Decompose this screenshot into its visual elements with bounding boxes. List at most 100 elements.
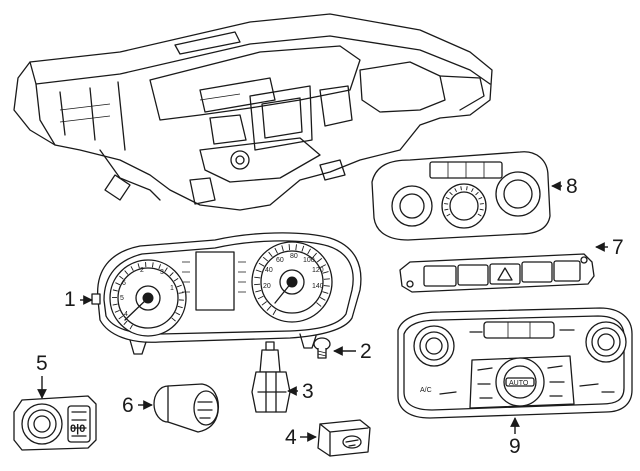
knob-tick bbox=[445, 197, 450, 200]
instrument-cluster: 6 5 4 3 2 1 60 80 100 40 20 120 140 bbox=[91, 232, 362, 355]
knob-tick bbox=[479, 208, 484, 211]
speedo-tick bbox=[301, 245, 305, 252]
tach-tick bbox=[176, 284, 182, 288]
tach-tick bbox=[152, 262, 154, 268]
tach-tick bbox=[178, 292, 184, 294]
switch-button-5 bbox=[553, 260, 581, 282]
speedo-tick bbox=[268, 251, 273, 258]
callout-1: 1 bbox=[64, 288, 93, 311]
switch-button-4 bbox=[521, 261, 553, 283]
speedo-tick bbox=[312, 252, 317, 258]
speedo-tick bbox=[257, 295, 264, 300]
climate-control-small bbox=[371, 151, 551, 241]
knob-tick bbox=[471, 188, 474, 193]
switch-button-2 bbox=[457, 264, 489, 286]
center-display bbox=[195, 251, 235, 311]
hvac-left-label: A/C bbox=[420, 387, 432, 394]
switch-button-1 bbox=[423, 265, 457, 287]
knob-tick bbox=[446, 213, 451, 217]
speedo-tick bbox=[307, 248, 311, 255]
tach-tick bbox=[177, 305, 183, 309]
speedo-label-40: 40 bbox=[265, 267, 273, 274]
tach-tick bbox=[114, 309, 120, 313]
svg-text:7: 7 bbox=[612, 236, 624, 259]
callout-2: 2 bbox=[333, 340, 372, 363]
speedo-label-80: 80 bbox=[290, 253, 298, 260]
speedo-tick bbox=[258, 262, 265, 267]
speedo-tick bbox=[281, 245, 284, 252]
speedo-tick bbox=[319, 297, 326, 301]
mounting-screw bbox=[313, 337, 331, 359]
switch-bank bbox=[399, 253, 595, 293]
callout-7: 7 bbox=[595, 236, 624, 259]
hazard-button bbox=[489, 263, 521, 285]
callout-4: 4 bbox=[285, 426, 317, 449]
instrument-panel bbox=[13, 13, 493, 211]
tach-tick bbox=[119, 275, 124, 280]
knob-tick bbox=[454, 188, 457, 193]
speedo-tick bbox=[274, 247, 278, 254]
speedo-label-60: 60 bbox=[276, 257, 284, 264]
tach-tick bbox=[137, 263, 140, 269]
speedo-tick bbox=[322, 271, 329, 274]
callout-8: 8 bbox=[551, 175, 578, 198]
knob-tick bbox=[478, 197, 483, 200]
tach-label-1: 1 bbox=[170, 285, 174, 292]
tach-tick bbox=[164, 267, 168, 273]
tach-tick bbox=[129, 324, 133, 330]
knob-tick bbox=[460, 186, 462, 191]
speedo-tick bbox=[323, 278, 330, 280]
tach-label-4: 4 bbox=[124, 311, 128, 318]
tach-tick bbox=[173, 277, 179, 282]
tach-label-3: 3 bbox=[160, 269, 164, 276]
speedo-tick bbox=[322, 291, 329, 294]
speedo-tick bbox=[323, 285, 330, 287]
speedo-tick bbox=[255, 289, 262, 293]
speedo-label-100: 100 bbox=[303, 257, 315, 264]
tach-tick bbox=[112, 303, 118, 306]
speedo-tick bbox=[254, 276, 261, 279]
svg-text:4: 4 bbox=[285, 426, 297, 449]
svg-text:8: 8 bbox=[566, 175, 578, 198]
svg-text:9: 9 bbox=[509, 435, 521, 458]
speedo-label-20: 20 bbox=[263, 283, 271, 290]
speedo-label-140: 140 bbox=[312, 283, 324, 290]
tach-tick bbox=[124, 270, 129, 275]
tach-label-5: 5 bbox=[120, 295, 124, 302]
small-switch bbox=[317, 419, 371, 457]
tach-tick bbox=[115, 282, 121, 286]
hvac-center-label: AUTO bbox=[509, 380, 529, 387]
svg-text:6: 6 bbox=[122, 394, 134, 417]
headlamp-switch: 0|0 bbox=[13, 395, 97, 451]
speedo-tick bbox=[320, 264, 327, 268]
tach-tick bbox=[171, 317, 176, 322]
knob-tick bbox=[477, 213, 482, 217]
tach-tick bbox=[169, 272, 174, 277]
push-switch bbox=[153, 383, 220, 433]
svg-text:2: 2 bbox=[360, 340, 372, 363]
svg-text:1: 1 bbox=[64, 288, 76, 311]
speedo-tick bbox=[316, 258, 323, 263]
speedo-tick bbox=[316, 302, 322, 307]
speedo-tick bbox=[262, 256, 269, 262]
switch-assembly bbox=[251, 341, 291, 413]
knob-tick bbox=[444, 208, 449, 211]
speedo-tick bbox=[255, 269, 262, 273]
tach-label-2: 2 bbox=[140, 267, 144, 274]
tach-tick bbox=[130, 266, 134, 271]
tach-tick bbox=[118, 315, 124, 320]
svg-text:5: 5 bbox=[36, 352, 48, 375]
knob-tick bbox=[466, 186, 468, 191]
knob-tick bbox=[449, 191, 453, 196]
tach-tick bbox=[112, 289, 118, 292]
tach-label-6: 6 bbox=[122, 280, 126, 287]
callout-5: 5 bbox=[36, 352, 48, 399]
knob-tick bbox=[475, 191, 479, 196]
speedo-tick bbox=[295, 244, 297, 251]
tach-tick bbox=[158, 264, 161, 270]
speedo-label-120: 120 bbox=[312, 267, 324, 274]
callout-3: 3 bbox=[287, 380, 314, 403]
callout-9: 9 bbox=[509, 417, 521, 458]
climate-control-large: AUTO A/C bbox=[397, 307, 633, 419]
